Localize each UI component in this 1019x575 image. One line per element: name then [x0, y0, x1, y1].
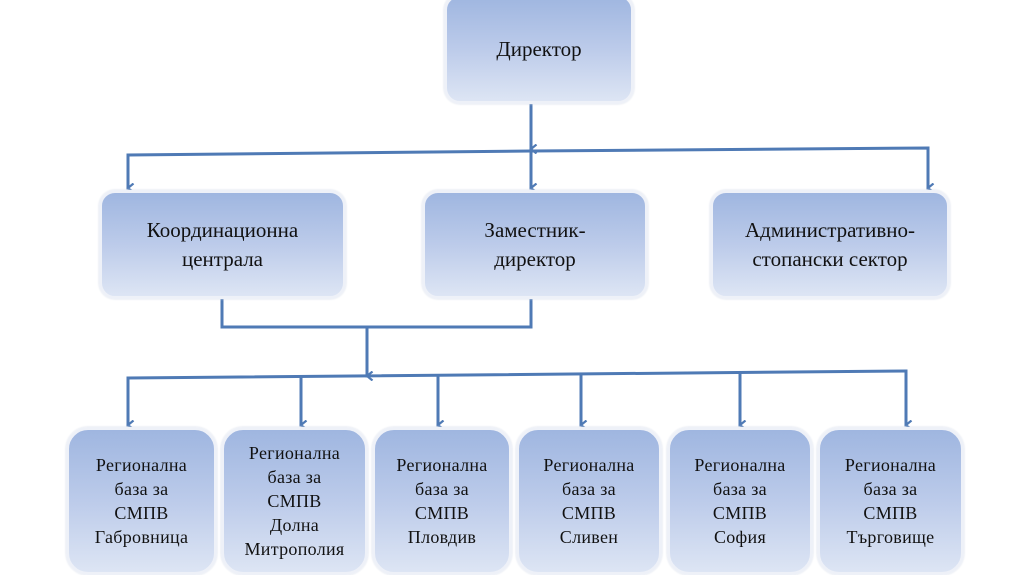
node-label-line: СМПВ: [712, 503, 768, 523]
node-director-label: Директор: [496, 36, 582, 61]
node-label-line: СМПВ: [863, 503, 918, 523]
node-label-line: Габровница: [94, 527, 189, 547]
node-director: Директор: [444, 0, 634, 104]
node-label-line: Заместник-: [484, 217, 586, 242]
node-regional-base-gabrovnica: Регионална база за СМПВ Габровница: [66, 427, 217, 575]
node-label-line: Сливен: [559, 527, 619, 547]
node-label-line: Регионална: [95, 455, 188, 475]
node-label-line: СМПВ: [561, 503, 617, 523]
node-label-line: СМПВ: [414, 503, 470, 523]
node-label-line: база за: [863, 479, 918, 499]
merge-bracket-line: [220, 296, 533, 329]
node-label-line: Регионална: [543, 455, 635, 475]
node-label-line: Долна: [269, 515, 320, 535]
node-label-line: СМПВ: [267, 491, 322, 511]
node-zamestnik-direktor: Заместник- директор: [422, 190, 648, 299]
node-label-line: СМПВ: [114, 503, 169, 523]
node-label-line: директор: [494, 246, 576, 271]
node-label-line: Административно-: [745, 217, 915, 242]
node-label-line: база за: [114, 479, 169, 499]
node-label-line: централа: [181, 246, 264, 271]
node-regional-base-sofia: Регионална база за СМПВ София: [667, 427, 813, 575]
node-label-line: Митрополия: [244, 539, 345, 559]
node-label-line: база за: [713, 479, 767, 499]
node-label-line: стопански сектор: [752, 246, 908, 271]
node-administrativno-stopanski-sektor: Административно- стопански сектор: [710, 190, 950, 299]
node-label-line: Регионална: [844, 455, 937, 475]
node-label-line: Търговище: [846, 527, 935, 547]
node-koordinacionna-centrala: Координационна централа: [99, 190, 346, 299]
node-label-line: база за: [415, 479, 469, 499]
top-bus-line: [126, 146, 930, 189]
node-regional-base-plovdiv: Регионална база за СМПВ Пловдив: [372, 427, 512, 575]
node-label-line: Координационна: [146, 217, 299, 242]
bottom-bus-line: [126, 369, 908, 380]
node-regional-base-targovishte: Регионална база за СМПВ Търговище: [817, 427, 964, 575]
node-label-line: София: [713, 527, 767, 547]
node-regional-base-dolna-mitropolia: Регионална база за СМПВ Долна Митрополия: [221, 427, 368, 575]
node-label-line: база за: [562, 479, 616, 499]
node-label-line: база за: [267, 467, 322, 487]
node-label-line: Регионална: [396, 455, 488, 475]
node-regional-base-sliven: Регионална база за СМПВ Сливен: [516, 427, 662, 575]
node-label-line: Пловдив: [407, 527, 477, 547]
node-label-line: Регионална: [694, 455, 786, 475]
node-label-line: Регионална: [248, 443, 341, 463]
